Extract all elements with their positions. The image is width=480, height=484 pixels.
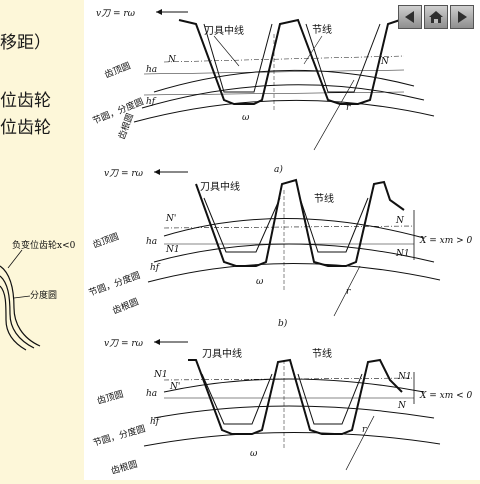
inset-label-negative: 负变位齿轮x<0 xyxy=(12,239,76,251)
diagram-b-pitch-circle: 节圆，分度圆 xyxy=(87,269,142,299)
gear-cutting-figure: v刀 = rω 刀具中线 节线 N N 齿顶圆 ha hf 节圆，分度圆 齿根圆… xyxy=(84,0,480,480)
diagram-c-addendum-circle: 齿顶圆 xyxy=(96,389,125,407)
diagram-b-r: r xyxy=(346,287,351,297)
diagram-c-x-label: X = xm < 0 xyxy=(419,391,473,401)
diagram-c-tool-center: 刀具中线 xyxy=(202,347,242,360)
diagram-c-omega: ω xyxy=(250,449,258,459)
home-button[interactable] xyxy=(424,5,448,29)
diagram-c-n-bottom: N xyxy=(397,401,407,411)
diagram-b-caption: b) xyxy=(278,318,288,329)
left-text-positive-gear: 位齿轮 xyxy=(0,91,51,111)
diagram-c-n1-left: N1 xyxy=(153,370,168,380)
triangle-right-icon xyxy=(458,11,467,23)
forward-button[interactable] xyxy=(450,5,474,29)
diagram-a-addendum-circle: 齿顶圆 xyxy=(103,60,132,80)
diagram-c-n1-top: N1 xyxy=(397,372,412,382)
diagram-b-tool-center: 刀具中线 xyxy=(200,180,240,193)
diagram-a-n-right: N xyxy=(380,57,390,67)
diagram-c-root-circle: 齿根圆 xyxy=(110,458,139,477)
diagram-c-pitch-circle: 节圆，分度圆 xyxy=(92,422,147,448)
diagram-c-n-prime: N' xyxy=(169,382,180,392)
diagram-c-r: r xyxy=(362,425,367,435)
diagram-a-omega: ω xyxy=(242,113,250,123)
house-icon xyxy=(429,11,443,23)
diagram-b-omega: ω xyxy=(256,277,264,287)
diagram-c-ha: ha xyxy=(146,389,157,399)
triangle-left-icon xyxy=(405,11,414,23)
diagram-b: v刀 = rω 刀具中线 节线 N' N N1 N1 X = xm > 0 齿顶… xyxy=(87,169,473,329)
diagram-a-r: r xyxy=(346,103,351,113)
diagram-c: v刀 = rω 刀具中线 节线 N1 N' N1 N X = xm < 0 齿顶… xyxy=(92,339,473,477)
diagram-a: v刀 = rω 刀具中线 节线 N N 齿顶圆 ha hf 节圆，分度圆 齿根圆… xyxy=(91,9,435,175)
inset-label-circle: 分度圆 xyxy=(30,289,57,301)
left-text-negative-gear: 位齿轮 xyxy=(0,118,51,138)
diagram-a-caption: a) xyxy=(274,164,283,175)
diagram-b-n-prime: N' xyxy=(165,214,176,224)
diagram-b-x-label: X = xm > 0 xyxy=(419,236,473,246)
left-text-shift: 移距） xyxy=(0,33,51,53)
diagram-a-pitch-circle: 节圆，分度圆 xyxy=(91,95,146,126)
figure-svg: v刀 = rω 刀具中线 节线 N N 齿顶圆 ha hf 节圆，分度圆 齿根圆… xyxy=(87,9,473,477)
diagram-c-pitch-line: 节线 xyxy=(312,347,332,360)
diagram-a-n-left: N xyxy=(167,55,177,65)
diagram-a-tool-center: 刀具中线 xyxy=(204,24,244,37)
diagram-c-hf: hf xyxy=(150,417,161,427)
diagram-b-addendum-circle: 齿顶圆 xyxy=(91,231,120,251)
diagram-b-n-bottom: N1 xyxy=(395,249,410,259)
diagram-c-velocity: v刀 = rω xyxy=(104,339,144,349)
diagram-a-velocity: v刀 = rω xyxy=(96,9,136,19)
diagram-b-hf: hf xyxy=(150,263,161,273)
diagram-b-ha: ha xyxy=(146,237,157,247)
diagram-b-pitch-line: 节线 xyxy=(314,192,334,205)
slide-navigation xyxy=(398,5,474,31)
back-button[interactable] xyxy=(398,5,422,29)
diagram-a-pitch-line: 节线 xyxy=(312,23,332,36)
negative-shift-inset: 负变位齿轮x<0 分度圆 xyxy=(0,239,76,351)
diagram-a-hf: hf xyxy=(146,97,157,107)
diagram-b-root-circle: 齿根圆 xyxy=(111,296,141,317)
diagram-b-n-top: N xyxy=(395,216,405,226)
diagram-b-velocity: v刀 = rω xyxy=(104,169,144,179)
diagram-a-ha: ha xyxy=(146,65,157,75)
diagram-b-n1-left: N1 xyxy=(165,245,180,255)
